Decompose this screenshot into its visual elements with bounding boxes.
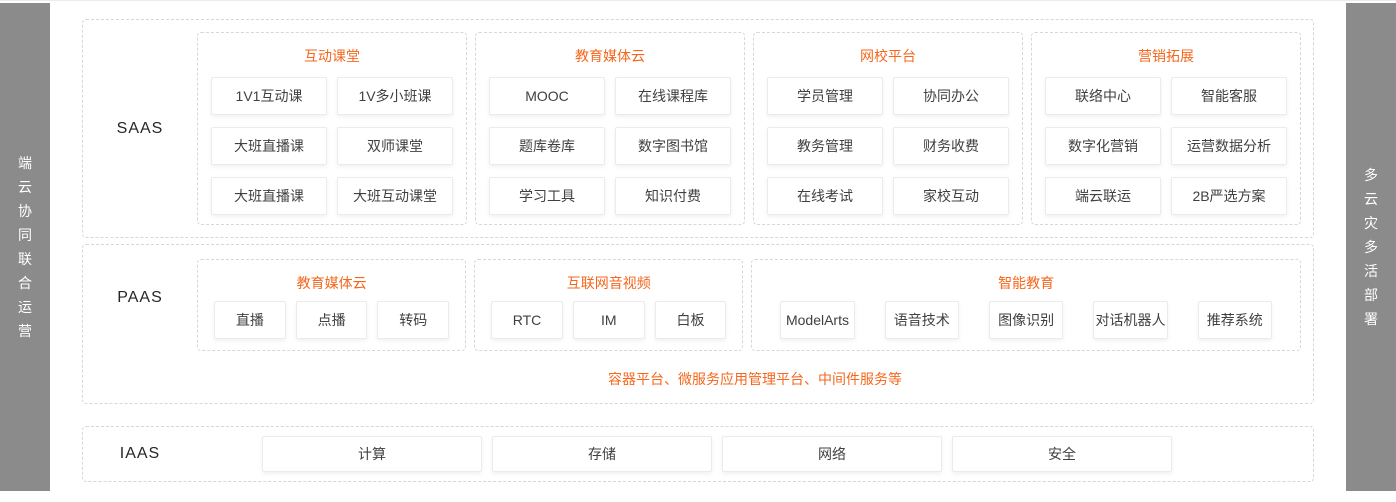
right-rail: 多云灾多活部署 (1346, 3, 1396, 491)
product-chip: 运营数据分析 (1171, 127, 1287, 165)
group-online-school-platform: 网校平台 学员管理 协同办公 教务管理 财务收费 在线考试 家校互动 (753, 32, 1023, 225)
saas-groups: 互动课堂 1V1互动课 1V多小班课 大班直播课 双师课堂 大班直播课 大班互动… (197, 20, 1313, 237)
left-rail: 端云协同联合运营 (0, 3, 50, 491)
product-chip: 图像识别 (988, 301, 1064, 339)
product-chip: 大班直播课 (211, 127, 327, 165)
product-chip: 在线考试 (767, 177, 883, 215)
paas-layer: PAAS 教育媒体云 直播 点播 转码 互联网音视频 RTC (82, 244, 1314, 404)
product-chip: 推荐系统 (1197, 301, 1272, 339)
product-chip: 双师课堂 (337, 127, 453, 165)
paas-middleware-note: 容器平台、微服务应用管理平台、中间件服务等 (608, 371, 902, 387)
product-chip: 2B严选方案 (1171, 177, 1287, 215)
paas-group-media-cloud: 教育媒体云 直播 点播 转码 (197, 259, 467, 351)
group-title: 网校平台 (860, 48, 916, 64)
group-title: 教育媒体云 (575, 48, 645, 64)
product-chip: 网络 (722, 436, 942, 472)
paas-group-internet-av: 互联网音视频 RTC IM 白板 (474, 259, 744, 351)
product-chip: 大班直播课 (211, 177, 327, 215)
group-marketing-expansion: 营销拓展 联络中心 智能客服 数字化营销 运营数据分析 端云联运 2B严选方案 (1031, 32, 1301, 225)
product-chip: 教务管理 (767, 127, 883, 165)
paas-groups: 教育媒体云 直播 点播 转码 互联网音视频 RTC IM 白板 (197, 245, 1313, 351)
iaas-layer: IAAS 计算 存储 网络 安全 (82, 426, 1314, 482)
product-chip: 对话机器人 (1093, 301, 1168, 339)
saas-layer: SAAS 互动课堂 1V1互动课 1V多小班课 大班直播课 双师课堂 大班直播课… (82, 19, 1314, 238)
group-education-media-cloud: 教育媒体云 MOOC 在线课程库 题库卷库 数字图书馆 学习工具 知识付费 (475, 32, 745, 225)
group-title: 互联网音视频 (566, 275, 651, 291)
layer-label-iaas: IAAS (119, 445, 161, 462)
product-chip: 数字化营销 (1045, 127, 1161, 165)
product-chip: 联络中心 (1045, 77, 1161, 115)
product-chip: MOOC (489, 77, 605, 115)
iaas-chips: 计算 存储 网络 安全 (197, 427, 1313, 481)
product-chip: 计算 (262, 436, 482, 472)
group-title: 智能教育 (998, 275, 1055, 291)
product-chip: 1V1互动课 (211, 77, 327, 115)
product-chip: IM (572, 301, 645, 339)
product-chip: 大班互动课堂 (337, 177, 453, 215)
product-chip: 家校互动 (893, 177, 1009, 215)
product-chip: 1V多小班课 (337, 77, 453, 115)
product-chip: ModelArts (780, 301, 855, 339)
product-chip: 协同办公 (893, 77, 1009, 115)
left-rail-text: 端云协同联合运营 (18, 155, 32, 339)
product-chip: 存储 (492, 436, 712, 472)
product-chip: 直播 (214, 301, 286, 339)
group-interactive-classroom: 互动课堂 1V1互动课 1V多小班课 大班直播课 双师课堂 大班直播课 大班互动… (197, 32, 467, 225)
layer-stack: SAAS 互动课堂 1V1互动课 1V多小班课 大班直播课 双师课堂 大班直播课… (82, 19, 1314, 482)
product-chip: 点播 (295, 301, 368, 339)
product-chip: 学习工具 (489, 177, 605, 215)
product-chip: 语音技术 (884, 301, 959, 339)
product-chip: 知识付费 (615, 177, 731, 215)
group-title: 营销拓展 (1138, 48, 1194, 64)
paas-group-ai-education: 智能教育 ModelArts 语音技术 图像识别 对话机器人 推荐系统 (751, 259, 1301, 351)
product-chip: 白板 (654, 301, 727, 339)
group-title: 互动课堂 (304, 48, 360, 64)
product-chip: 安全 (952, 436, 1172, 472)
product-chip: 数字图书馆 (615, 127, 731, 165)
product-chip: 智能客服 (1171, 77, 1287, 115)
product-chip: 转码 (377, 301, 450, 339)
right-rail-text: 多云灾多活部署 (1364, 167, 1378, 327)
product-chip: 财务收费 (893, 127, 1009, 165)
product-chip: 在线课程库 (615, 77, 731, 115)
group-title: 教育媒体云 (296, 275, 367, 291)
layer-label-paas: PAAS (117, 289, 163, 306)
product-chip: 端云联运 (1045, 177, 1161, 215)
product-chip: 题库卷库 (489, 127, 605, 165)
product-chip: 学员管理 (767, 77, 883, 115)
layer-label-saas: SAAS (116, 119, 164, 137)
product-chip: RTC (491, 301, 563, 339)
